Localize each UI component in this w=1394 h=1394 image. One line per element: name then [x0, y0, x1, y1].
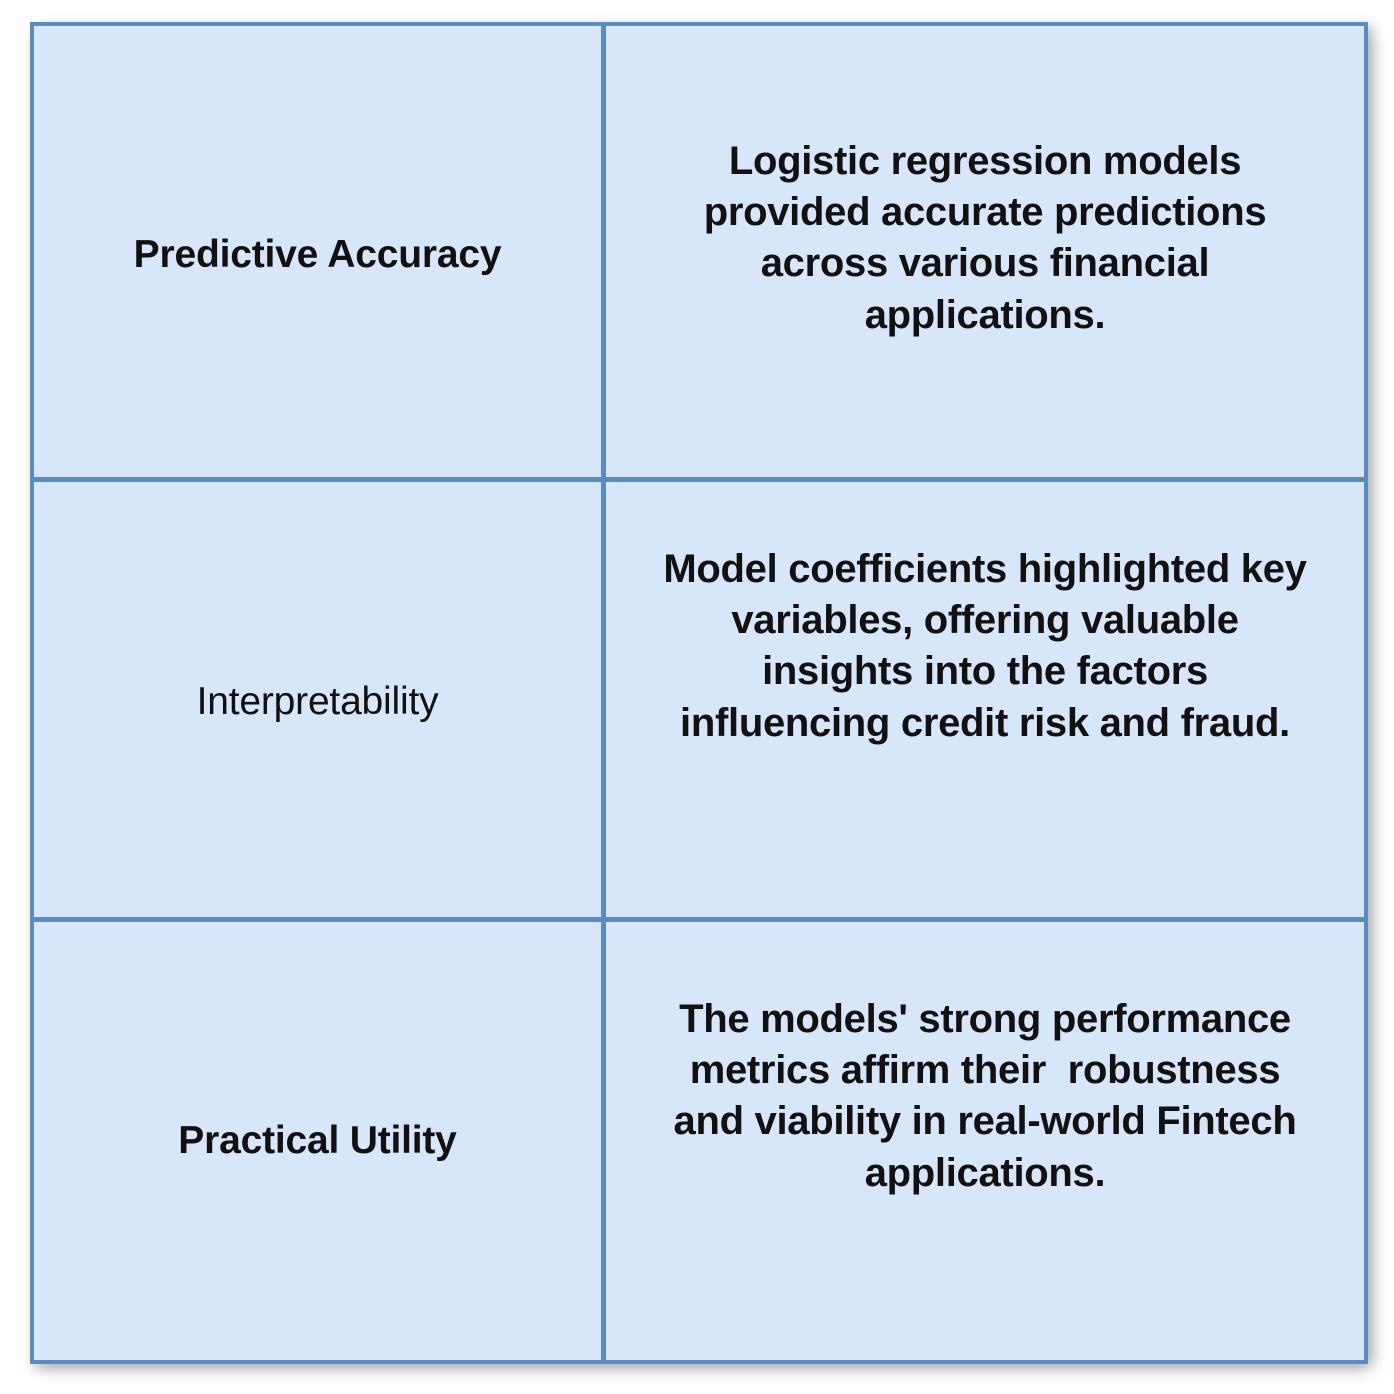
summary-table: Predictive Accuracy Logistic regression … [30, 22, 1368, 1364]
table-row: Predictive Accuracy Logistic regression … [34, 26, 1364, 482]
row-description-practical-utility: The models' strong performance metrics a… [606, 922, 1364, 1360]
table-row: Practical Utility The models' strong per… [34, 922, 1364, 1360]
row-description-predictive-accuracy: Logistic regression models provided accu… [606, 26, 1364, 477]
row-label-practical-utility: Practical Utility [34, 922, 606, 1360]
table-row: Interpretability Model coefficients high… [34, 482, 1364, 922]
row-description-interpretability: Model coefficients highlighted key varia… [606, 482, 1364, 917]
row-label-predictive-accuracy: Predictive Accuracy [34, 26, 606, 477]
row-label-interpretability: Interpretability [34, 482, 606, 917]
